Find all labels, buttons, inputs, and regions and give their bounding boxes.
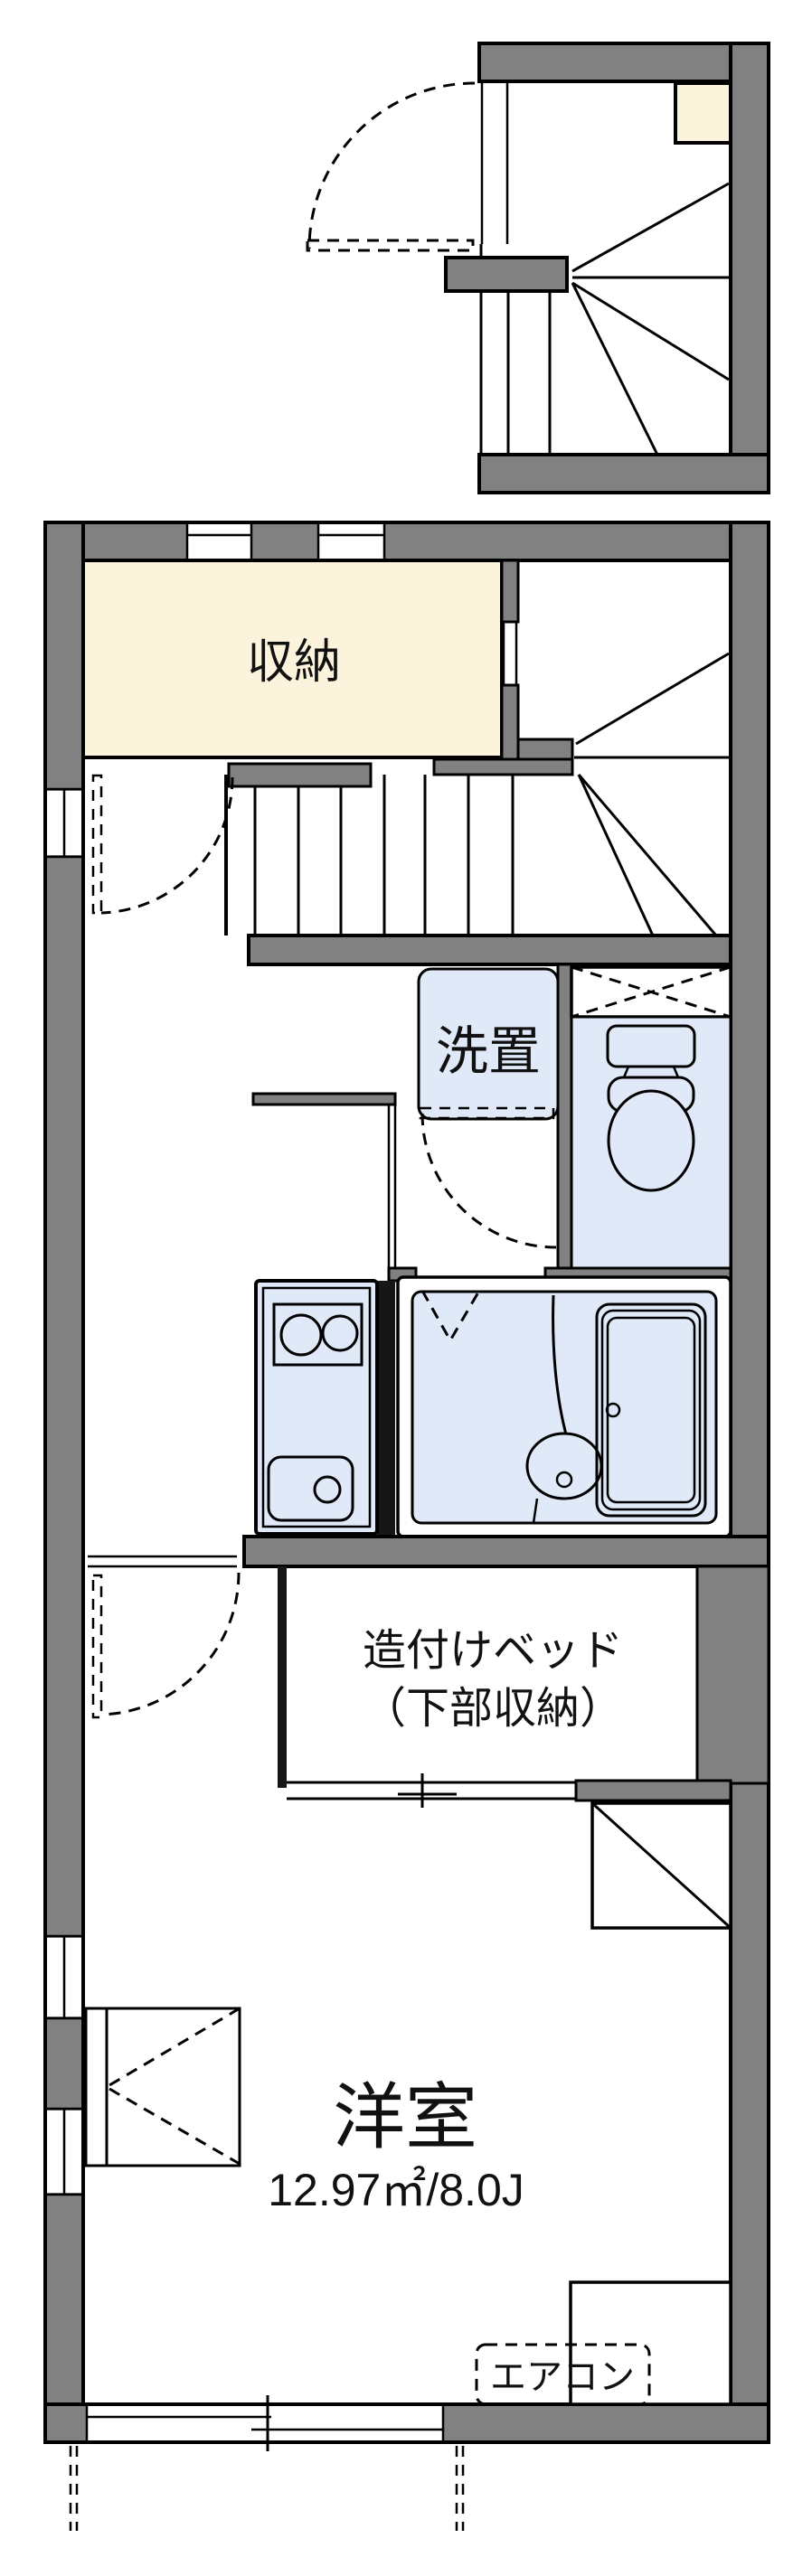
storage-room: 収納 xyxy=(81,559,574,788)
window xyxy=(45,1934,83,2020)
wall xyxy=(556,963,573,1270)
wall-top xyxy=(43,521,770,562)
stair-winders xyxy=(571,182,730,456)
room-name-label: 洋室 xyxy=(333,2077,477,2158)
door-swing-arc xyxy=(100,776,234,915)
bathtub-drain xyxy=(605,1402,621,1418)
mid-wall-and-door xyxy=(88,1535,770,1719)
western-room: 洋室 12.97㎡/8.0J エアコン xyxy=(84,2007,732,2406)
corner-shelf-diagonal-box xyxy=(590,1801,732,1930)
door-lintel xyxy=(88,1555,237,1568)
wall xyxy=(477,42,770,83)
window xyxy=(45,2107,83,2196)
kitchen-sink-icon xyxy=(267,1455,354,1522)
laundry-label: 洗置 xyxy=(436,1022,541,1081)
door-leaf xyxy=(419,1106,555,1120)
wall xyxy=(574,1779,732,1802)
window xyxy=(45,787,83,859)
bathroom xyxy=(396,1275,732,1538)
aircon-label: エアコン xyxy=(490,2357,635,2397)
toilet-room xyxy=(387,963,732,1283)
bed-front-sliding-line xyxy=(287,1773,732,1808)
sink-drain xyxy=(313,1475,342,1504)
wall xyxy=(377,1281,395,1537)
wall xyxy=(242,1535,770,1568)
door-swing-arc xyxy=(420,1113,557,1249)
door-swing-arc xyxy=(100,1572,241,1716)
wall xyxy=(477,453,770,494)
stove-icon xyxy=(272,1302,364,1367)
wall xyxy=(247,934,732,966)
toilet-icon xyxy=(606,1024,696,1192)
stove-burner xyxy=(279,1313,323,1357)
wall xyxy=(278,1566,287,1788)
partition-wall xyxy=(387,1105,397,1268)
overhead-shelf-x-box xyxy=(570,965,732,1019)
sliding-window xyxy=(85,2395,445,2451)
bath-floor xyxy=(411,1290,718,1525)
toilet-bowl xyxy=(607,1089,695,1192)
storage-label: 収納 xyxy=(247,636,341,689)
door-swing-arc xyxy=(307,81,476,249)
site-boundary-dashes xyxy=(69,2446,465,2531)
wall xyxy=(432,757,574,776)
wall-pillar xyxy=(695,1565,770,1785)
upper-shelf-box xyxy=(674,81,732,145)
wash-bowl-icon xyxy=(525,1432,603,1524)
storage-floor xyxy=(81,559,504,759)
kitchen-area xyxy=(254,1279,395,1537)
stair-treads xyxy=(506,291,552,455)
closet-door xyxy=(91,774,234,915)
toilet-connector xyxy=(622,1066,680,1078)
upper-stair-room xyxy=(306,42,770,494)
window xyxy=(316,522,386,560)
wall-right xyxy=(729,521,770,2444)
door-leaf xyxy=(306,239,475,252)
laundry-area: 洗置 xyxy=(251,967,560,1268)
stair-winders xyxy=(574,652,730,936)
wall-stub xyxy=(444,256,569,293)
door-leaf xyxy=(91,1574,103,1719)
door-jamb xyxy=(502,622,518,685)
kitchen-counter xyxy=(254,1279,379,1536)
room-size-label: 12.97㎡/8.0J xyxy=(268,2165,524,2215)
wall xyxy=(500,559,520,624)
door-jamb xyxy=(480,81,509,244)
bath-counter-edge xyxy=(552,1294,568,1435)
bed-label-line1: 造付けベッド xyxy=(363,1627,623,1675)
stair-treads xyxy=(253,775,515,935)
upper-staircase xyxy=(506,182,730,456)
boundary-dash-right xyxy=(455,2446,465,2531)
boundary-dash-left xyxy=(69,2446,79,2531)
toilet-tank xyxy=(606,1024,696,1068)
stove-burner xyxy=(321,1314,359,1352)
main-staircase xyxy=(224,652,732,966)
bathtub-icon xyxy=(595,1302,707,1518)
air-conditioner-box: エアコン xyxy=(475,2343,651,2406)
built-in-bed-area: 造付けベッド （下部収納） xyxy=(278,1565,770,1930)
wall xyxy=(251,1092,397,1106)
wall xyxy=(227,762,373,788)
bay-window-box xyxy=(84,2007,241,2167)
wall xyxy=(729,42,770,494)
bed-label-line2: （下部収納） xyxy=(363,1685,623,1733)
door-leaf xyxy=(91,774,103,915)
kitchen-counter-inner xyxy=(261,1286,372,1528)
window xyxy=(185,522,253,560)
